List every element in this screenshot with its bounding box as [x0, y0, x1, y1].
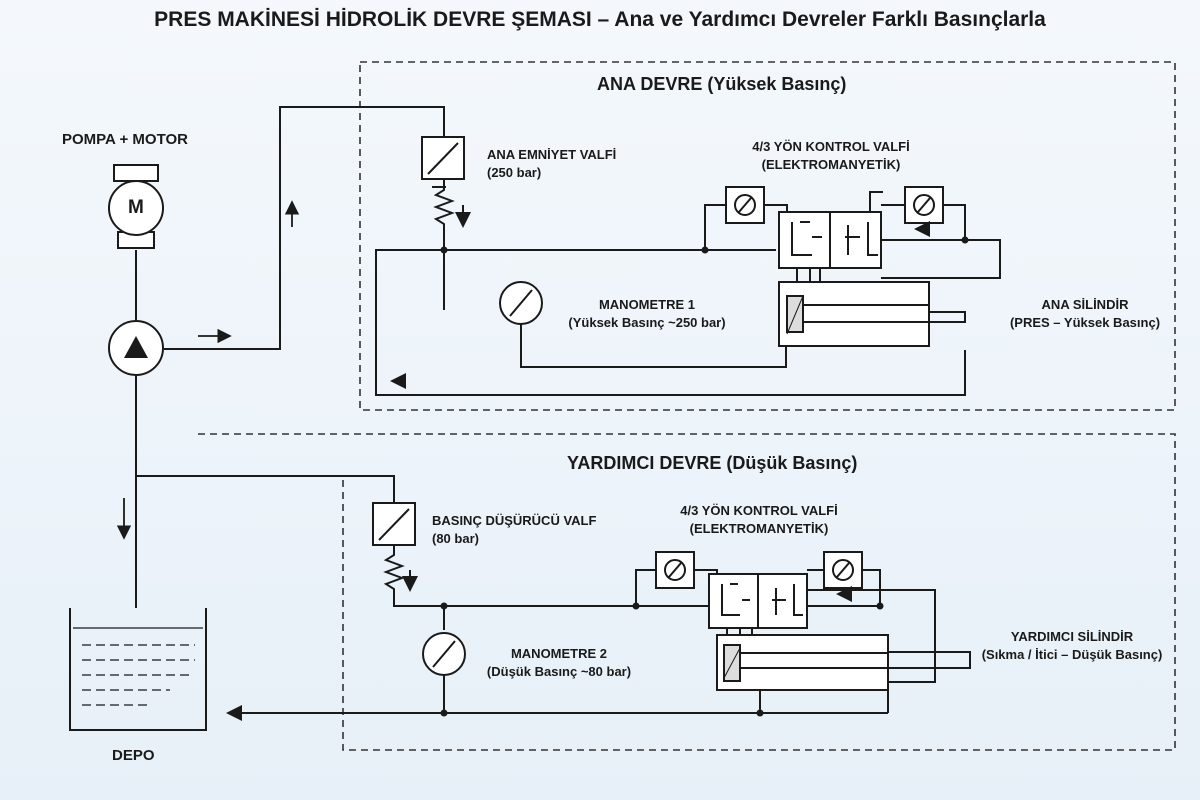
motor-symbol: M — [128, 197, 144, 218]
aux-cylinder-desc: (Sıkma / İtici – Düşük Basınç) — [981, 647, 1163, 662]
tank-label: DEPO — [112, 747, 155, 764]
aux-cylinder-name: YARDIMCI SİLİNDİR — [1010, 629, 1134, 644]
aux-cylinder-label: YARDIMCI SİLİNDİR (Sıkma / İtici – Düşük… — [972, 628, 1172, 664]
diagram-title: PRES MAKİNESİ HİDROLİK DEVRE ŞEMASI – An… — [154, 8, 1046, 31]
aux-cylinder — [716, 634, 889, 691]
pump-motor-label: POMPA + MOTOR — [62, 131, 188, 148]
reducing-valve-setting: (80 bar) — [432, 531, 479, 546]
manometer-2-reading: (Düşük Basınç ~80 bar) — [486, 664, 632, 679]
main-cylinder-label: ANA SİLİNDİR (PRES – Yüksek Basınç) — [1005, 296, 1165, 332]
main-dcv-type: (ELEKTROMANYETİK) — [761, 157, 901, 172]
main-relief-name: ANA EMNİYET VALFİ — [487, 147, 617, 162]
aux-solenoid-right — [823, 551, 863, 589]
manometer-1-label: MANOMETRE 1 (Yüksek Basınç ~250 bar) — [549, 296, 745, 332]
manometer-2-name: MANOMETRE 2 — [510, 646, 608, 661]
main-cylinder-desc: (PRES – Yüksek Basınç) — [1009, 315, 1161, 330]
aux-dcv-type: (ELEKTROMANYETİK) — [689, 521, 829, 536]
main-return-line — [375, 249, 966, 396]
manometer-1-reading: (Yüksek Basınç ~250 bar) — [568, 315, 726, 330]
aux-dcv-name: 4/3 YÖN KONTROL VALFİ — [680, 503, 838, 518]
aux-circuit-title: YARDIMCI DEVRE (Düşük Basınç) — [567, 453, 858, 473]
motor — [108, 164, 164, 249]
main-dcv-label: 4/3 YÖN KONTROL VALFİ (ELEKTROMANYETİK) — [722, 138, 940, 174]
aux-pressure-line — [136, 475, 395, 503]
main-relief-setting: (250 bar) — [487, 165, 542, 180]
main-relief-label: ANA EMNİYET VALFİ (250 bar) — [487, 146, 616, 182]
main-circuit-title: ANA DEVRE (Yüksek Basınç) — [597, 74, 847, 94]
manometer-1-name: MANOMETRE 1 — [598, 297, 696, 312]
tank — [69, 608, 207, 731]
main-pressure-line — [164, 106, 445, 350]
aux-circuit-box — [198, 433, 1176, 751]
main-cylinder-name: ANA SİLİNDİR — [1041, 297, 1129, 312]
aux-dcv-label: 4/3 YÖN KONTROL VALFİ (ELEKTROMANYETİK) — [650, 502, 868, 538]
reducing-valve-name: BASINÇ DÜŞÜRÜCÜ VALF — [432, 513, 597, 528]
main-dcv-name: 4/3 YÖN KONTROL VALFİ — [752, 139, 910, 154]
main-circuit-box — [359, 61, 1176, 411]
manometer-2-label: MANOMETRE 2 (Düşük Basınç ~80 bar) — [470, 645, 648, 681]
pump — [108, 320, 164, 376]
reducing-valve-label: BASINÇ DÜŞÜRÜCÜ VALF (80 bar) — [432, 512, 596, 548]
